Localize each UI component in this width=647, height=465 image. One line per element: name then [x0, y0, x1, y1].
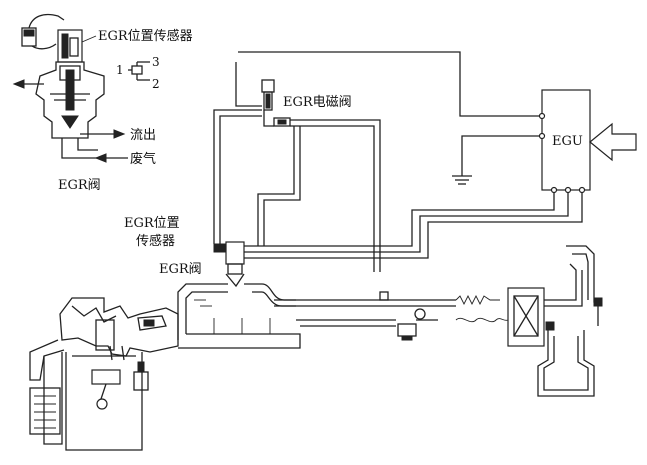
resonator: [537, 321, 595, 397]
label-egr-position-sensor-top: EGR位置传感器: [98, 28, 193, 44]
spring-icon: [455, 294, 500, 306]
label-egr-solenoid-valve: EGR电磁阀: [283, 95, 352, 110]
wiring: [235, 51, 583, 259]
exhaust-in-arrow-icon: [94, 153, 128, 163]
sensor-connector: [21, 13, 65, 50]
egr-valve-main: [213, 241, 245, 288]
intake-manifold: [177, 283, 301, 349]
exhaust-arrow-icon: [12, 79, 44, 89]
intake-pipes: [274, 291, 509, 341]
label-egr-position-sensor-main-line2: 传感器: [136, 233, 175, 249]
egu-unit: [538, 89, 591, 194]
sensor-pin-schematic: [128, 61, 150, 81]
egr-valve-detail: [12, 13, 150, 163]
label-egu: EGU: [552, 134, 583, 149]
engine-block: [29, 297, 179, 451]
label-outflow: 流出: [130, 128, 156, 143]
label-egr-position-sensor-main-line1: EGR位置: [124, 216, 180, 231]
vacuum-hoses: [213, 109, 301, 246]
input-arrow-icon: [589, 122, 637, 162]
label-pin-3: 3: [152, 55, 160, 69]
label-egr-valve-main: EGR阀: [159, 262, 202, 277]
air-filter-icon: [507, 245, 603, 347]
label-pin-1: 1: [116, 63, 124, 77]
label-pin-2: 2: [152, 77, 160, 91]
ground-icon: [452, 175, 472, 185]
label-egr-valve-detail: EGR阀: [58, 178, 101, 193]
egr-solenoid-valve: [261, 79, 381, 272]
label-exhaust-gas: 废气: [130, 151, 156, 167]
outflow-arrow-icon: [80, 129, 126, 139]
